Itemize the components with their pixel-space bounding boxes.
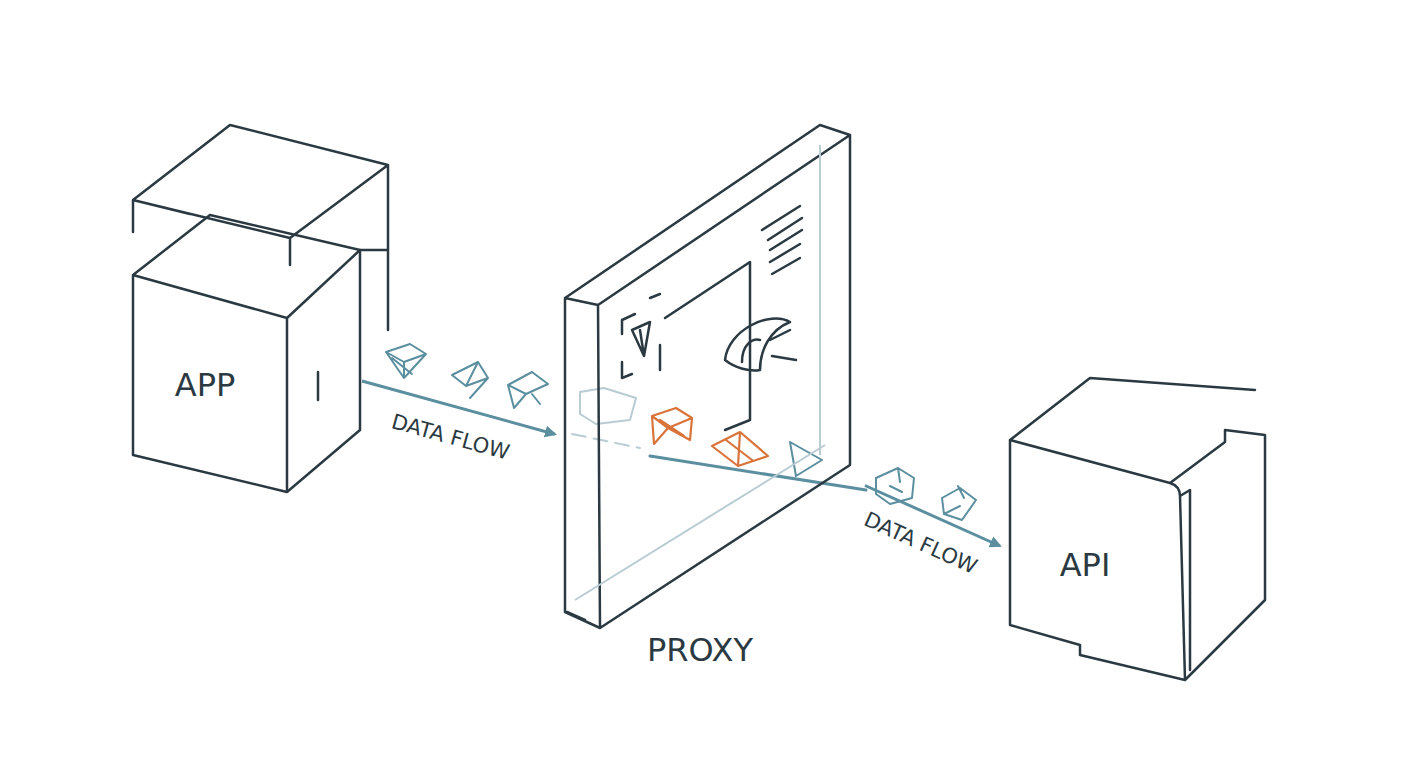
flow-trace [650, 456, 866, 490]
back-box [133, 125, 388, 400]
node-label: APP [175, 366, 235, 404]
api-cube-outline [1000, 370, 1275, 690]
proxy-panel-outline [555, 115, 865, 685]
node-label: PROXY [647, 631, 753, 669]
flow-trace [572, 434, 640, 448]
app-cube-outline [130, 210, 362, 495]
proxy-panel: PROXY [555, 115, 865, 685]
node-label: API [1060, 546, 1111, 584]
app-cube: APP [130, 210, 362, 495]
api-cube: API [1000, 370, 1275, 690]
